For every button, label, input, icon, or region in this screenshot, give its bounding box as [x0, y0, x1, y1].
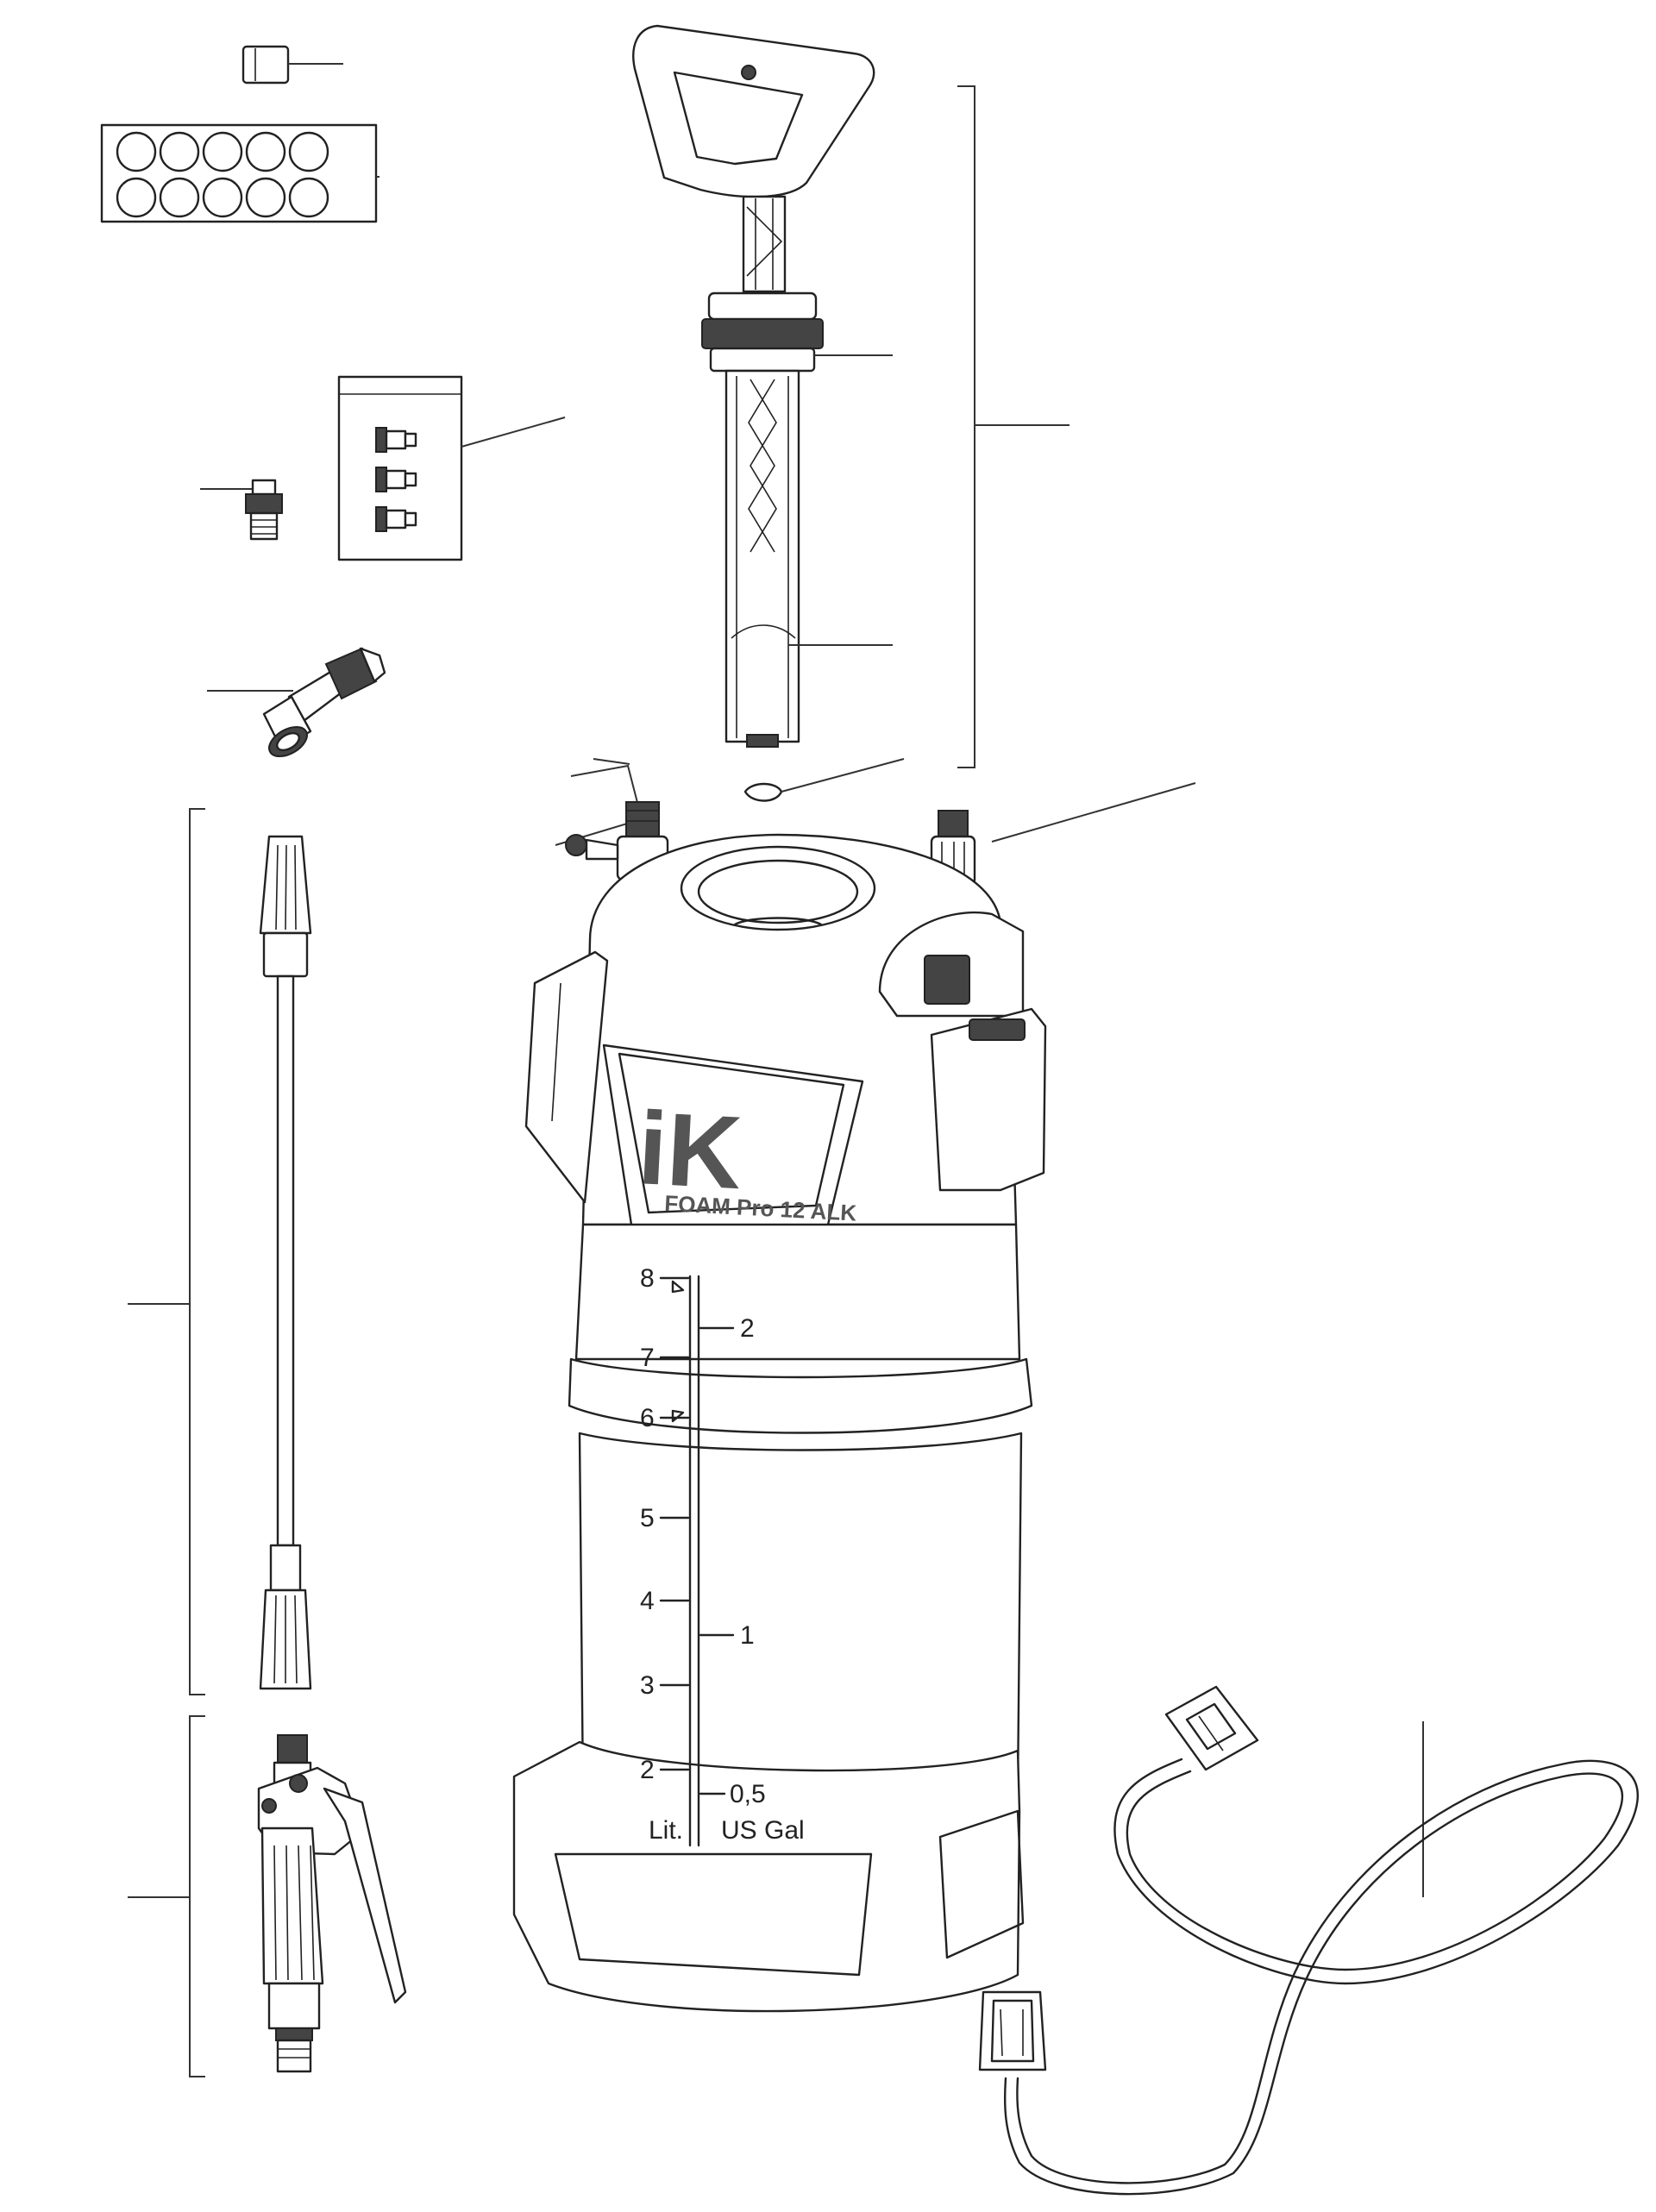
liter-mark-4: 4	[640, 1587, 655, 1615]
liter-mark-3: 3	[640, 1671, 655, 1700]
gallon-mark-1: 1	[740, 1621, 755, 1650]
gallon-mark-0-5: 0,5	[730, 1780, 766, 1808]
hex-nipple-part	[200, 479, 283, 541]
pump-assembly	[632, 24, 1070, 802]
gallons-unit-label: US Gal	[721, 1816, 805, 1845]
pressure-hose	[978, 1685, 1639, 2196]
liter-mark-8: 8	[640, 1264, 655, 1293]
spray-lance	[128, 808, 312, 1695]
sprayer-tank: iK FOAM Pro 12 ALK 8 7 6 5 4 3	[512, 833, 1047, 2013]
liter-mark-2: 2	[640, 1756, 655, 1784]
angled-nozzle-part	[207, 647, 386, 758]
liter-mark-7: 7	[640, 1344, 655, 1372]
liter-mark-5: 5	[640, 1504, 655, 1532]
nozzle-set-card	[337, 375, 566, 561]
liter-mark-6: 6	[640, 1404, 655, 1432]
seal-set-tray	[100, 123, 380, 223]
small-cap-part	[242, 45, 343, 85]
brand-logo: iK	[636, 1090, 745, 1211]
gallon-mark-2: 2	[740, 1314, 755, 1343]
gallon-scale: 2 1 0,5	[699, 1314, 766, 1808]
liter-scale: 8 7 6 5 4 3 2	[640, 1264, 690, 1784]
liters-unit-label: Lit.	[649, 1816, 683, 1845]
trigger-valve	[128, 1715, 407, 2077]
